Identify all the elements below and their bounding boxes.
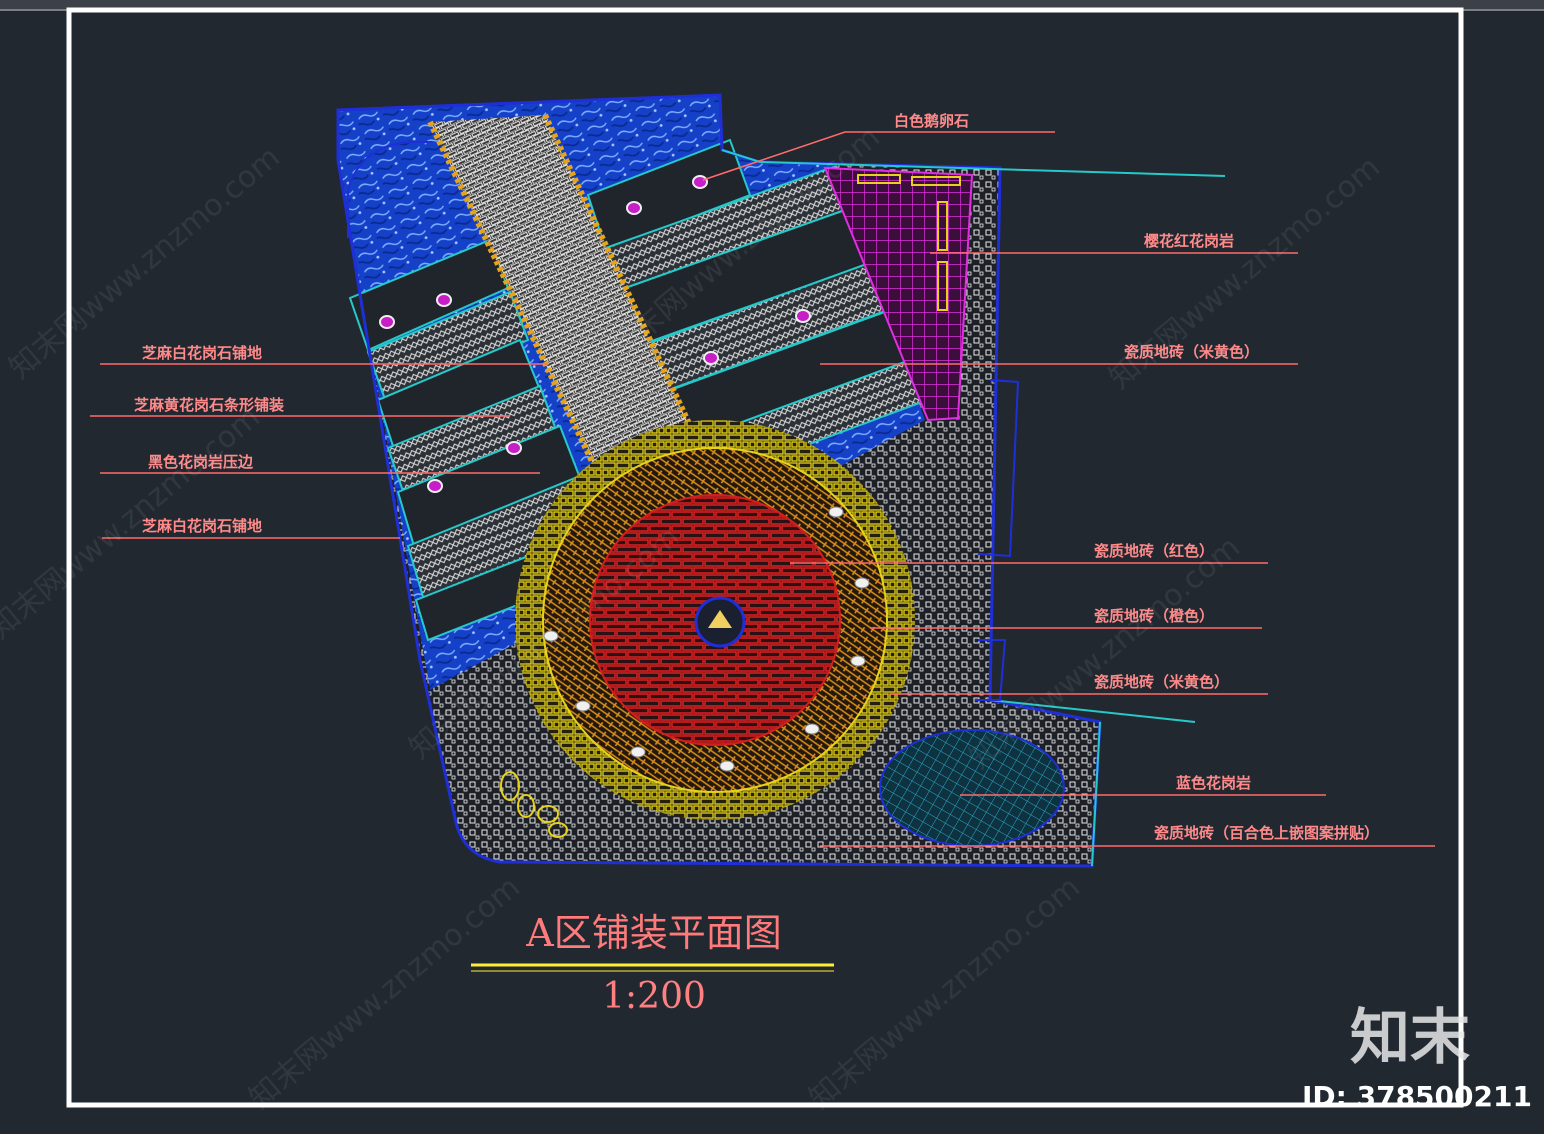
blue-granite-oval	[879, 729, 1065, 847]
leader-lines	[90, 131, 1435, 847]
yellow-strip	[937, 261, 948, 311]
title-block: A区铺装平面图 1:200	[471, 911, 834, 1017]
label-sesame-yellow-granite-strip: 芝麻黄花岗石条形铺装	[134, 396, 285, 414]
circular-plaza	[515, 420, 915, 820]
yellow-strip	[911, 176, 961, 186]
watermark-text: 知末网www.znzmo.com	[243, 870, 527, 1116]
yellow-ring-edge	[542, 447, 888, 793]
tree-markers	[379, 175, 811, 493]
top-bar	[0, 0, 1544, 10]
center-emblem-mark	[708, 610, 732, 628]
label-tile-orange: 瓷质地砖（橙色）	[1094, 607, 1214, 625]
east-wall	[975, 379, 1020, 701]
yellow-strip	[857, 174, 901, 184]
material-labels-left: 芝麻白花岗石铺地 芝麻黄花岗石条形铺装 黑色花岗岩压边 芝麻白花岗石铺地	[134, 344, 285, 535]
corner-bench-arc	[347, 141, 432, 238]
label-black-granite-edge: 黑色花岗岩压边	[148, 453, 254, 471]
label-tile-beige-2: 瓷质地砖（米黄色）	[1094, 673, 1229, 691]
label-blue-granite: 蓝色花岗岩	[1176, 774, 1251, 792]
label-tile-beige-1: 瓷质地砖（米黄色）	[1124, 343, 1259, 361]
label-tile-lily-pattern: 瓷质地砖（百合色上嵌图案拼贴）	[1154, 824, 1379, 842]
label-sesame-white-granite: 芝麻白花岗石铺地	[142, 344, 262, 362]
image-id: ID: 378500211	[1302, 1080, 1532, 1113]
watermark-text: 知末网www.znzmo.com	[963, 530, 1247, 776]
red-ring-edge	[589, 494, 841, 746]
stepping-stones	[500, 771, 568, 838]
label-sesame-white-granite-2: 芝麻白花岗石铺地	[142, 517, 262, 535]
cyan-edge	[721, 149, 1226, 867]
label-white-pebble: 白色鹅卵石	[894, 112, 969, 130]
drawing-title: A区铺装平面图	[525, 911, 781, 955]
drawing-scale: 1:200	[602, 976, 706, 1017]
lamp-fixtures	[543, 506, 870, 772]
watermark-text: 知末网www.znzmo.com	[803, 870, 1087, 1116]
label-tile-red: 瓷质地砖（红色）	[1094, 542, 1214, 560]
brand-logo: 知末	[1350, 1003, 1470, 1073]
label-sakura-red-granite: 樱花红花岗岩	[1144, 232, 1234, 250]
drawing-frame	[66, 7, 1464, 1108]
yellow-strip	[937, 201, 948, 251]
material-labels-right: 白色鹅卵石 樱花红花岗岩 瓷质地砖（米黄色） 瓷质地砖（红色） 瓷质地砖（橙色）…	[894, 112, 1379, 842]
